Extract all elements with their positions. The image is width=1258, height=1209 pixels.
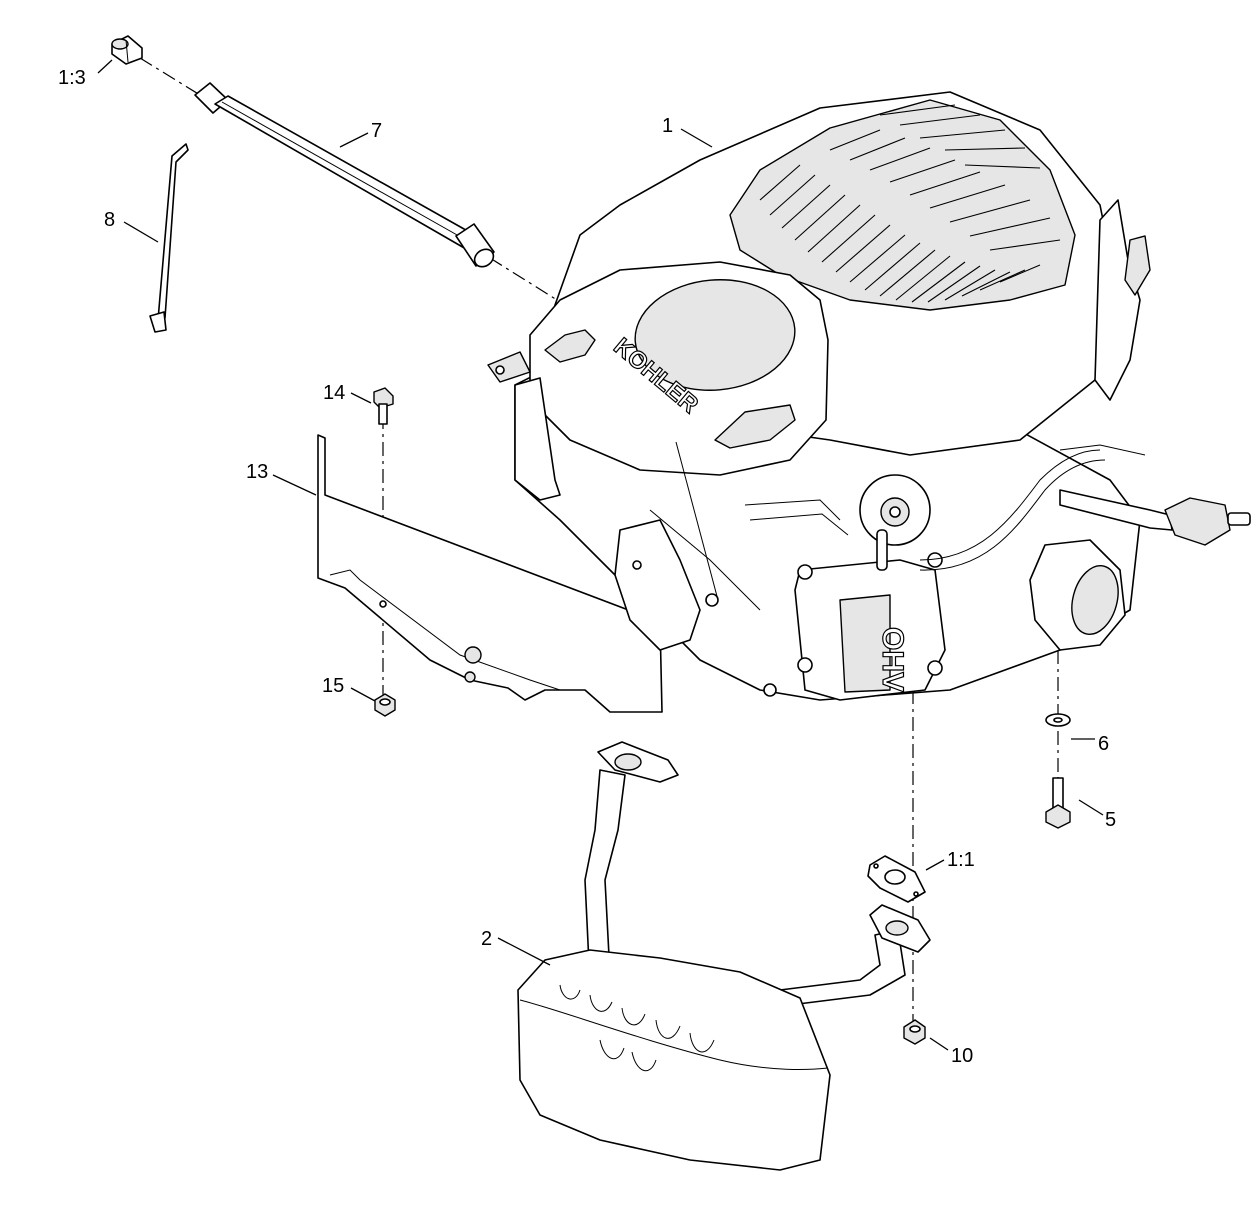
leader-lines xyxy=(97,59,1104,1051)
heat-shield xyxy=(317,434,663,713)
callout-5: 5 xyxy=(1105,809,1116,831)
shield-bolt xyxy=(373,387,394,425)
valve-cover-text: OHV xyxy=(876,627,909,692)
fan-grill-slots xyxy=(759,104,1061,303)
callout-2: 2 xyxy=(481,928,492,950)
callout-8: 8 xyxy=(104,209,115,231)
shield-nut xyxy=(374,693,396,717)
callout-13: 13 xyxy=(246,461,268,483)
callout-labels: 1:3 7 8 1 14 13 15 6 5 1:1 2 10 xyxy=(58,67,1116,1067)
callout-10: 10 xyxy=(951,1045,973,1067)
washer xyxy=(1045,713,1071,727)
callout-1: 1 xyxy=(662,115,673,137)
muffler xyxy=(517,741,931,1171)
exhaust-gasket xyxy=(867,855,926,903)
callout-14: 14 xyxy=(323,382,345,404)
callout-15: 15 xyxy=(322,675,344,697)
callout-7: 7 xyxy=(371,120,382,142)
exhaust-nut xyxy=(903,1019,926,1045)
dipstick-tube-cap xyxy=(111,35,143,65)
dipstick xyxy=(149,143,189,333)
mounting-bolt xyxy=(1045,777,1071,829)
callout-1-3: 1:3 xyxy=(58,67,86,89)
callout-1-1: 1:1 xyxy=(947,849,975,871)
engine: KOHLER OHV xyxy=(487,91,1251,701)
dipstick-tube xyxy=(194,82,495,268)
callout-6: 6 xyxy=(1098,733,1109,755)
